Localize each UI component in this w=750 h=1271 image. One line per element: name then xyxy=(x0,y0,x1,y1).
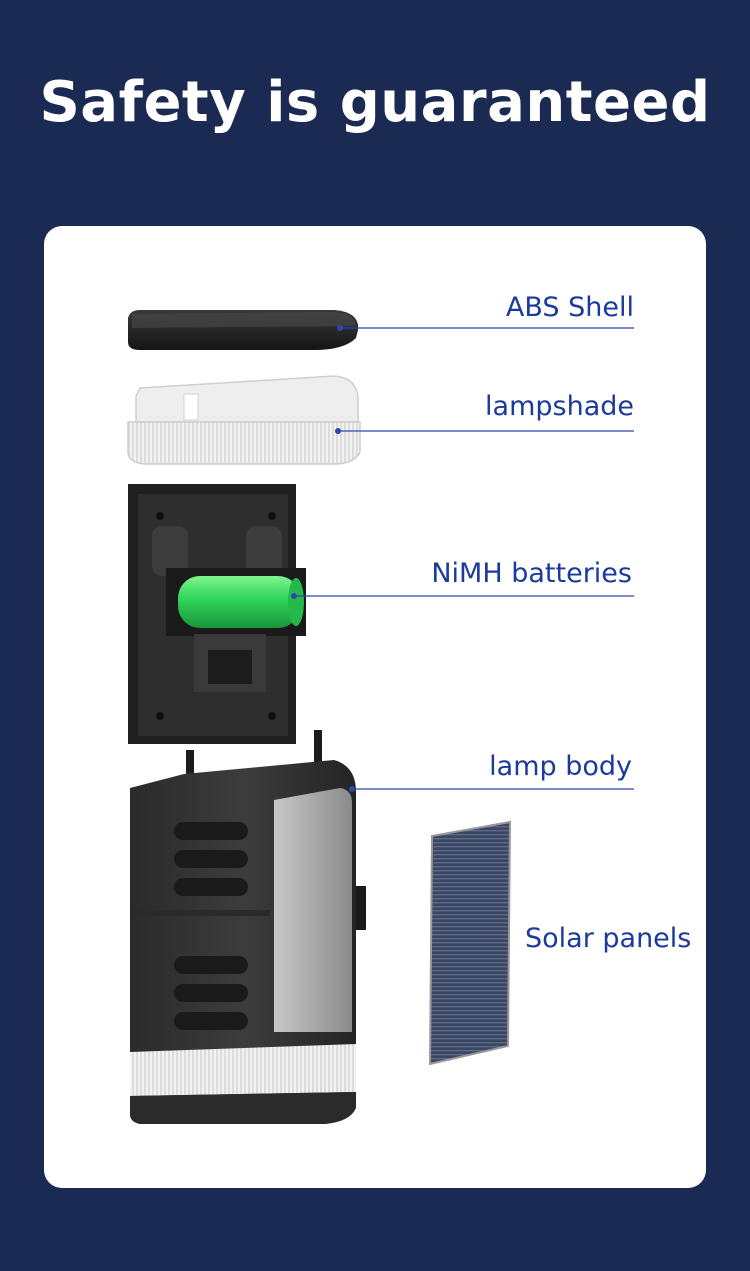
page-title: Safety is guaranteed xyxy=(39,70,711,135)
exploded-view-illustration xyxy=(127,310,634,1124)
lamp-body-part xyxy=(130,730,366,1124)
abs-shell-part xyxy=(128,310,359,350)
nimh-batteries-label: NiMH batteries xyxy=(431,558,632,589)
abs-shell-callout-dot xyxy=(337,325,343,331)
solar-panel-part xyxy=(428,820,512,1066)
nimh-battery xyxy=(178,576,304,628)
lampshade-callout-dot xyxy=(335,428,341,434)
nimh-batteries-callout-dot xyxy=(291,593,297,599)
lamp-body-label: lamp body xyxy=(489,751,632,782)
lampshade-label: lampshade xyxy=(485,391,634,422)
solar-panels-label: Solar panels xyxy=(525,923,692,954)
lamp-body-callout-dot xyxy=(349,786,355,792)
abs-shell-label: ABS Shell xyxy=(505,292,634,323)
lampshade-part xyxy=(127,375,361,465)
exploded-view-card: ABS Shell lampshade NiMH batteries lamp … xyxy=(44,226,706,1188)
